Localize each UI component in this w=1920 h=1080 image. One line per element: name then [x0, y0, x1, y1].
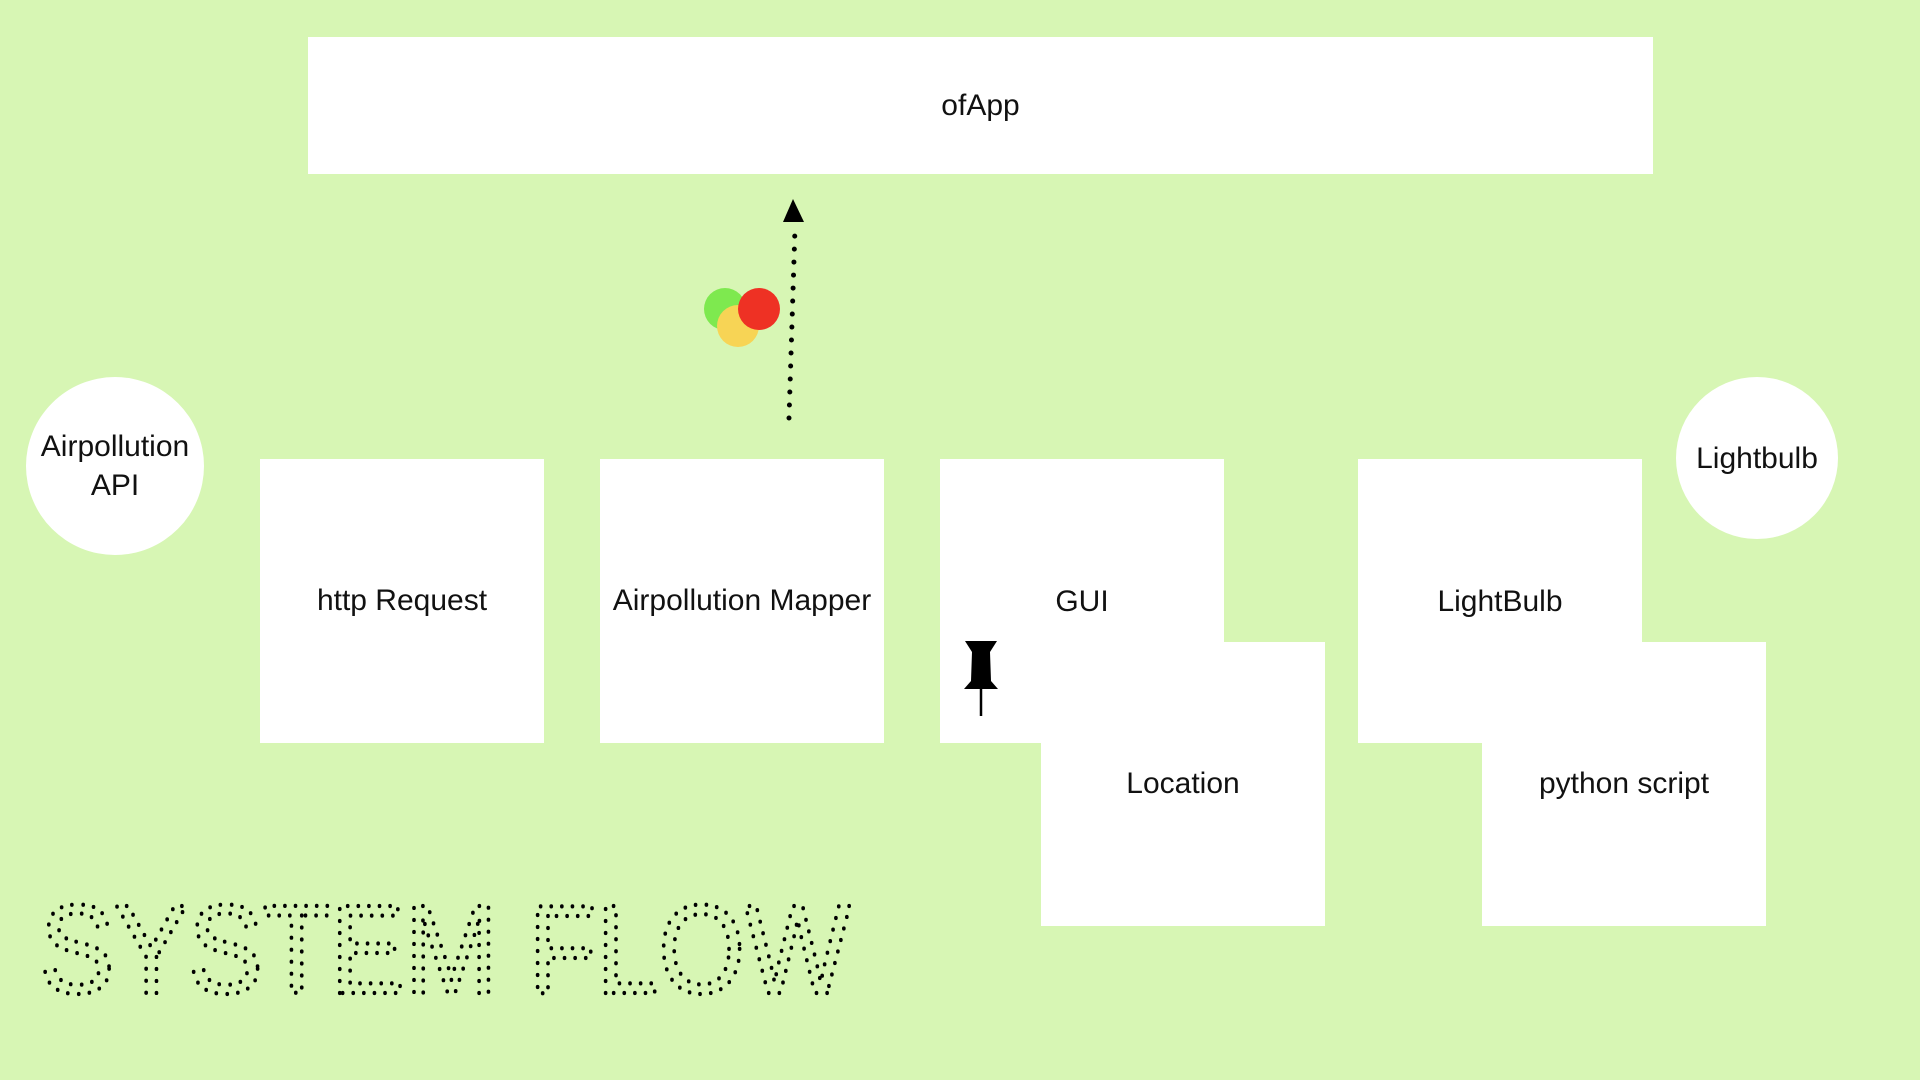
lightbulb-device-label: Lightbulb	[1696, 441, 1818, 475]
api-label-line2: API	[90, 469, 140, 502]
python-script-label: python script	[1538, 767, 1710, 800]
dotted-arrow-up-icon	[783, 199, 804, 421]
http-request-label: http Request	[316, 584, 488, 617]
system-flow-title: SYSTEM FLOW	[40, 895, 852, 1010]
indicator-green-dot	[704, 288, 746, 330]
airpollution-api-node: Airpollution API	[26, 377, 204, 555]
python-script-box: python script	[1482, 642, 1766, 926]
indicator-yellow-dot	[717, 305, 759, 347]
http-request-box: http Request	[260, 459, 544, 743]
location-label: Location	[1126, 767, 1240, 800]
indicator-red-dot	[738, 288, 780, 330]
air-quality-indicator-icon	[704, 288, 780, 347]
ofapp-box: ofApp	[308, 37, 1653, 174]
ofapp-label: ofApp	[941, 88, 1020, 122]
airpollution-mapper-box: Airpollution Mapper	[600, 459, 884, 743]
airpollution-mapper-label: Airpollution Mapper	[612, 584, 872, 617]
system-flow-title-text: SYSTEM FLOW	[40, 895, 850, 1010]
lightbulb-module-label: LightBulb	[1437, 585, 1563, 618]
lightbulb-device-node: Lightbulb	[1676, 377, 1838, 539]
location-box: Location	[1041, 642, 1325, 926]
gui-label: GUI	[1055, 585, 1109, 618]
api-label-line1: Airpollution	[40, 430, 190, 463]
